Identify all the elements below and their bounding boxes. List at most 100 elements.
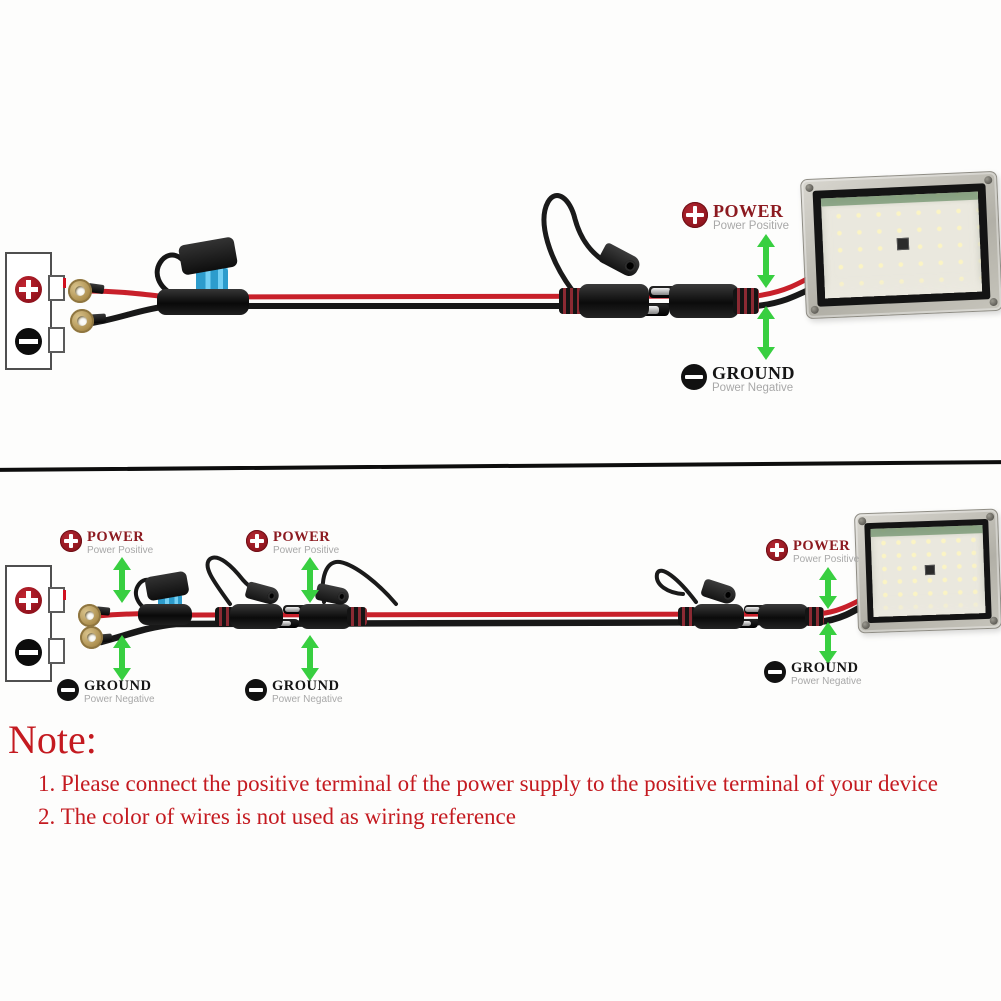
fuse-holder-body bbox=[138, 604, 192, 625]
ring-terminal bbox=[78, 604, 101, 627]
terminal-tab bbox=[48, 638, 65, 664]
ground-title: GROUND bbox=[272, 678, 340, 694]
power-title: POWER bbox=[793, 538, 851, 554]
power-subtitle: Power Positive bbox=[273, 544, 340, 556]
battery-positive-icon bbox=[15, 276, 42, 303]
led-pcb-edge bbox=[870, 525, 983, 537]
sae-connector-body bbox=[230, 604, 284, 629]
sae-metal-contact bbox=[284, 607, 301, 613]
sae-connector-body bbox=[579, 284, 649, 318]
sae-strain-relief bbox=[215, 607, 235, 626]
top-negative-wire bbox=[89, 280, 826, 326]
power-label: POWER Power Positive bbox=[60, 530, 153, 556]
double-arrow-vertical-icon bbox=[819, 622, 837, 664]
top-dustcap-lanyard bbox=[541, 193, 607, 293]
sae-connector-pair bbox=[559, 284, 759, 318]
sae-connector-body bbox=[669, 284, 739, 318]
ground-title: GROUND bbox=[712, 363, 795, 383]
ring-terminal bbox=[70, 309, 94, 333]
power-label: POWER Power Positive bbox=[766, 539, 859, 565]
power-title: POWER bbox=[87, 529, 145, 545]
led-flood-light bbox=[800, 170, 1001, 320]
double-arrow-vertical-icon bbox=[757, 306, 775, 360]
ground-label: GROUND Power Negative bbox=[764, 661, 862, 687]
power-title: POWER bbox=[273, 529, 331, 545]
power-label: POWER Power Positive bbox=[682, 202, 789, 233]
sae-metal-contact bbox=[736, 620, 751, 626]
sae-strain-relief bbox=[347, 607, 367, 626]
led-panel bbox=[820, 191, 983, 299]
plus-circle-icon bbox=[60, 530, 82, 552]
terminal-tab bbox=[48, 327, 65, 353]
power-label: POWER Power Positive bbox=[246, 530, 339, 556]
ground-label: GROUND Power Negative bbox=[681, 364, 795, 395]
plus-circle-icon bbox=[766, 539, 788, 561]
ground-title: GROUND bbox=[84, 678, 152, 694]
battery-terminal-block bbox=[5, 252, 66, 370]
terminal-tab-marker bbox=[63, 590, 66, 600]
led-sensor-chip bbox=[896, 237, 909, 251]
note-heading: Note: bbox=[8, 717, 97, 762]
double-arrow-vertical-icon bbox=[301, 635, 319, 681]
double-arrow-vertical-icon bbox=[301, 557, 319, 603]
ring-terminal bbox=[80, 626, 103, 649]
top-positive-wire bbox=[86, 268, 824, 300]
sae-connector-pair bbox=[215, 604, 367, 629]
double-arrow-vertical-icon bbox=[113, 557, 131, 603]
minus-circle-icon bbox=[57, 679, 79, 701]
ground-title: GROUND bbox=[791, 660, 859, 676]
ground-label: GROUND Power Negative bbox=[245, 679, 343, 705]
plus-circle-icon bbox=[246, 530, 268, 552]
dustcap-lanyard-3 bbox=[654, 568, 698, 604]
sae-metal-contact bbox=[275, 620, 291, 626]
sae-strain-relief bbox=[678, 607, 697, 626]
screw-icon bbox=[984, 175, 993, 185]
ground-subtitle: Power Negative bbox=[791, 675, 862, 687]
sae-connector-body bbox=[758, 604, 810, 629]
note-item: 1. Please connect the positive terminal … bbox=[38, 771, 938, 796]
led-panel bbox=[870, 525, 986, 617]
terminal-tab-marker bbox=[63, 278, 66, 288]
sae-metal-contact bbox=[745, 607, 760, 613]
ground-label: GROUND Power Negative bbox=[57, 679, 155, 705]
minus-circle-icon bbox=[681, 364, 707, 390]
minus-circle-icon bbox=[764, 661, 786, 683]
double-arrow-vertical-icon bbox=[819, 567, 837, 609]
battery-positive-icon bbox=[15, 587, 42, 614]
power-subtitle: Power Positive bbox=[793, 553, 860, 565]
battery-negative-icon bbox=[15, 328, 42, 355]
sae-metal-contact bbox=[651, 288, 671, 296]
plus-circle-icon bbox=[682, 202, 708, 228]
screw-icon bbox=[989, 297, 998, 307]
ground-subtitle: Power Negative bbox=[272, 693, 343, 705]
fuse-holder-body bbox=[157, 289, 249, 315]
note-item: 2. The color of wires is not used as wir… bbox=[38, 804, 516, 829]
led-flood-light bbox=[853, 508, 1001, 634]
minus-circle-icon bbox=[245, 679, 267, 701]
power-subtitle: Power Positive bbox=[87, 544, 154, 556]
double-arrow-vertical-icon bbox=[757, 234, 775, 288]
terminal-tab bbox=[48, 587, 65, 613]
sae-strain-relief bbox=[733, 288, 759, 314]
dustcap-lanyard-2 bbox=[320, 559, 398, 606]
sae-strain-relief bbox=[805, 607, 824, 626]
flood-light-bezel bbox=[864, 518, 992, 624]
power-subtitle: Power Positive bbox=[713, 220, 790, 233]
battery-terminal-block bbox=[5, 565, 66, 682]
ring-terminal bbox=[68, 279, 92, 303]
sae-connector-pair bbox=[678, 604, 824, 629]
flood-light-bezel bbox=[812, 183, 991, 307]
double-arrow-vertical-icon bbox=[113, 635, 131, 681]
sae-connector-body bbox=[298, 604, 352, 629]
power-title: POWER bbox=[713, 201, 784, 221]
screw-icon bbox=[810, 305, 819, 315]
terminal-tab bbox=[48, 275, 65, 301]
led-sensor-chip bbox=[924, 564, 935, 575]
led-pcb-edge bbox=[820, 191, 979, 207]
sae-metal-contact bbox=[639, 306, 659, 314]
ground-subtitle: Power Negative bbox=[84, 693, 155, 705]
sae-connector-body bbox=[692, 604, 744, 629]
ground-subtitle: Power Negative bbox=[712, 382, 794, 395]
